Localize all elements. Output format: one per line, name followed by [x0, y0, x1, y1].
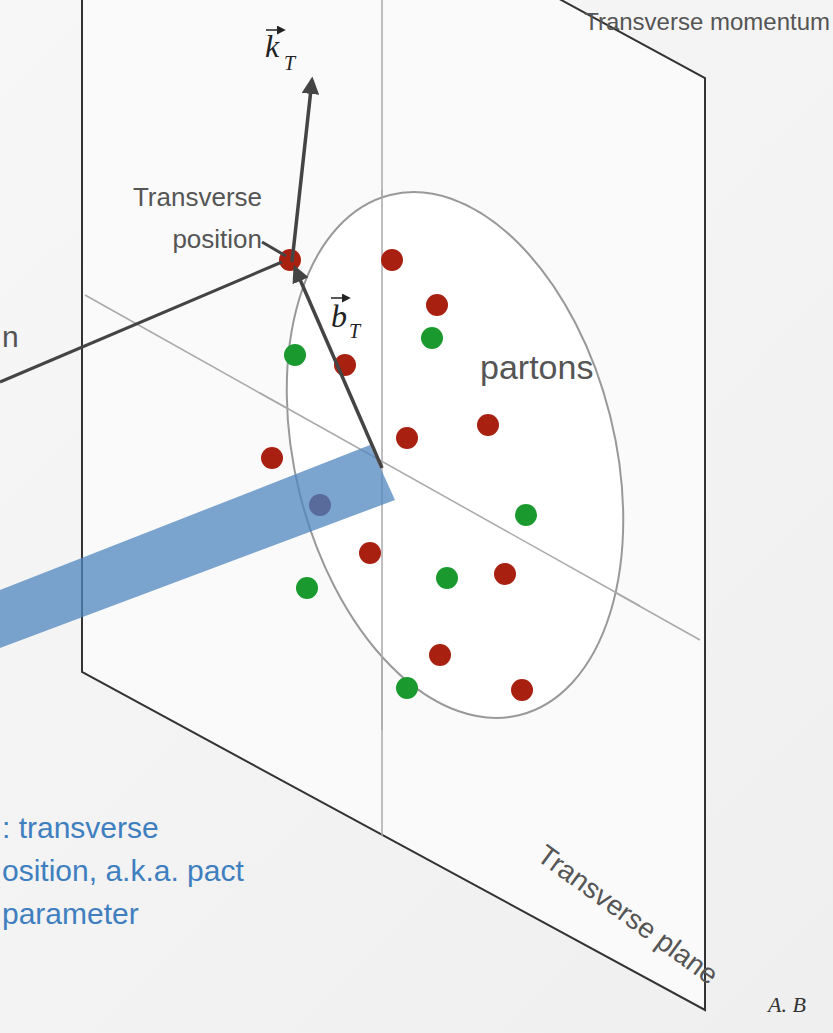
- leader-line: [0, 262, 282, 382]
- plane-axis: [381, 0, 383, 836]
- axis-title: Transverse position: [112, 176, 262, 260]
- cut-text: n: [2, 320, 19, 354]
- plane-axis: [381, 190, 383, 730]
- parton-label: partons: [480, 348, 593, 387]
- plane-title: Transverse plane: [531, 839, 724, 991]
- credit-text: A. B: [768, 992, 806, 1018]
- note-text: : transverse osition, a.k.a. pact parame…: [2, 806, 247, 935]
- axis-title: Transverse momentum: [584, 8, 830, 36]
- nucleon-ellipse: [235, 156, 675, 753]
- vector-symbol: k: [265, 28, 279, 65]
- vector-symbol: b: [331, 298, 347, 335]
- leader-line: [262, 242, 286, 256]
- vector-subscript: T: [349, 320, 360, 343]
- b-vector: [295, 268, 382, 468]
- vector-subscript: T: [284, 52, 295, 75]
- k-vector: [292, 80, 312, 262]
- probe-beam: [0, 445, 395, 648]
